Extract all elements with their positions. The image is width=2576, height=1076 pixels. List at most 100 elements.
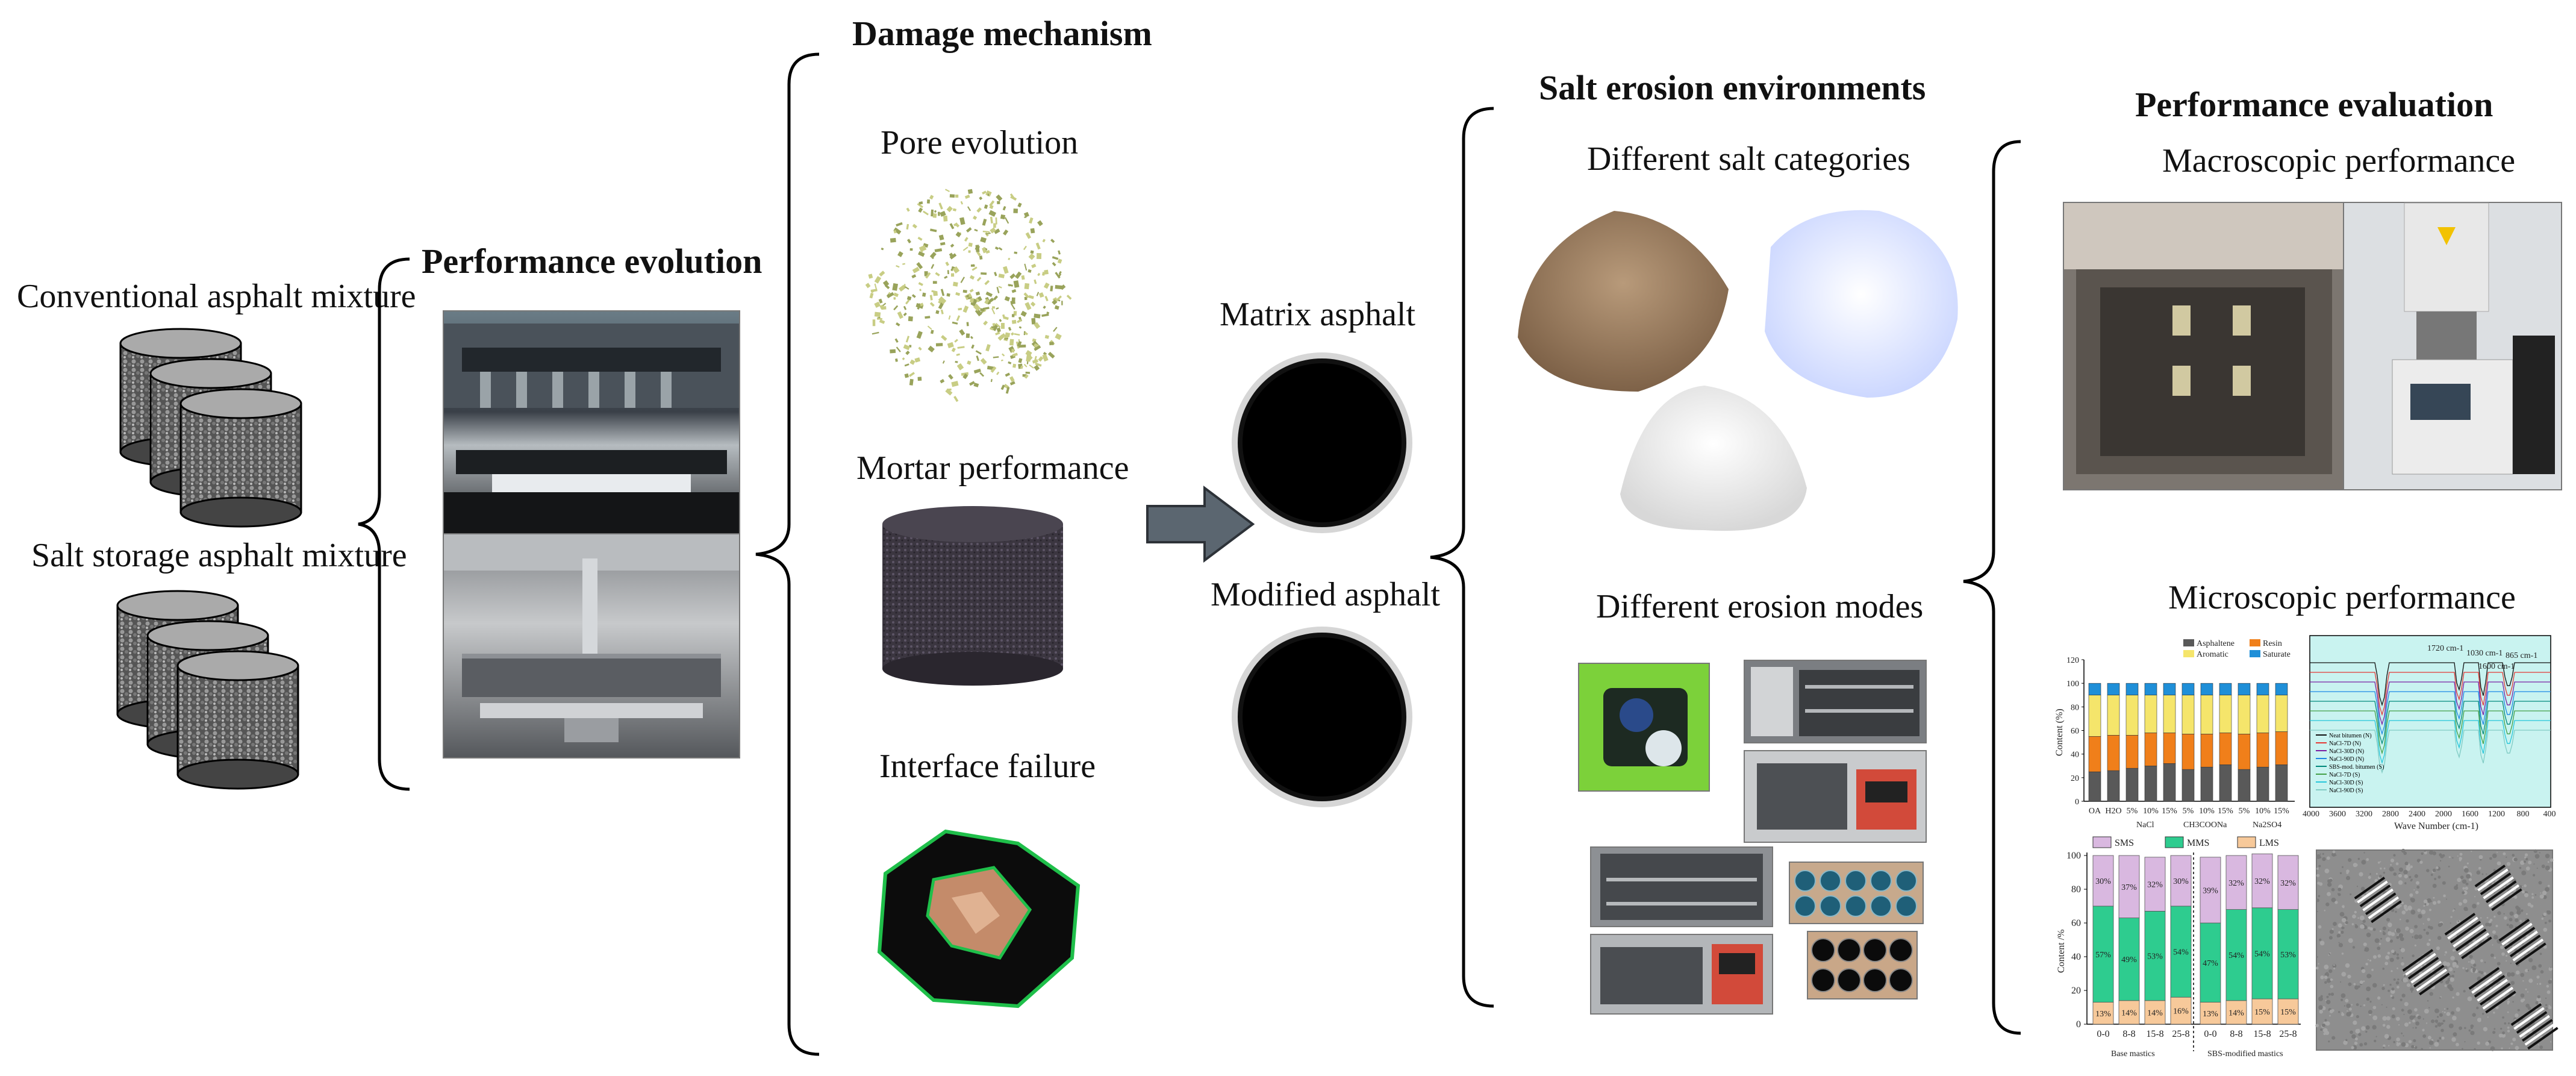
flow-arrow bbox=[1146, 486, 1255, 563]
matrix-asphalt-label: Matrix asphalt bbox=[1220, 296, 1416, 333]
mastic-data-label: 32% bbox=[2280, 879, 2296, 888]
mastic-bar-mms bbox=[2118, 918, 2140, 1001]
sara-xtick: 15% bbox=[2274, 807, 2289, 816]
ftir-peak-1720: 1720 cm-1 bbox=[2427, 644, 2463, 653]
mastic-data-label: 15% bbox=[2254, 1008, 2270, 1017]
sara-bar-segment bbox=[2163, 763, 2176, 802]
pore-evolution-image bbox=[865, 189, 1072, 402]
white-salt bbox=[1620, 386, 1807, 531]
sara-group-ch3coona: CH3COONa bbox=[2183, 821, 2227, 830]
macro-test-photo-1 bbox=[2063, 202, 2345, 490]
mastic-data-label: 54% bbox=[2228, 951, 2244, 960]
mastic-ytick: 60 bbox=[2071, 918, 2081, 928]
legend-saturate: Saturate bbox=[2263, 650, 2291, 659]
legend-resin: Resin bbox=[2263, 639, 2282, 648]
sara-ytick: 100 bbox=[2066, 680, 2079, 689]
mastic-data-label: 47% bbox=[2203, 959, 2218, 968]
ftir-legend-item: NaCl-90D (S) bbox=[2329, 787, 2363, 794]
mastic-xtick: 8-8 bbox=[2122, 1029, 2135, 1039]
sara-xtick: 5% bbox=[2127, 807, 2138, 816]
mastic-legend-swatch bbox=[2165, 836, 2184, 848]
sara-ytick: 20 bbox=[2071, 774, 2079, 783]
ftir-spectrum-line bbox=[2310, 681, 2551, 726]
mastic-data-label: 14% bbox=[2121, 1009, 2137, 1018]
legend-asphaltene: Asphaltene bbox=[2197, 639, 2235, 648]
sara-bar-segment bbox=[2107, 683, 2120, 696]
ftir-spectra-chart: 1720 cm-1 1030 cm-1 865 cm-1 1600 cm-1 N… bbox=[2303, 635, 2556, 831]
mastic-ylabel: Content /% bbox=[2056, 930, 2066, 973]
sara-ylabel: Content (%) bbox=[2054, 708, 2065, 756]
mastic-data-label: 15% bbox=[2280, 1008, 2296, 1017]
mastic-bar-sms bbox=[2251, 853, 2273, 909]
sara-ytick: 60 bbox=[2071, 727, 2079, 736]
sara-xtick: H2O bbox=[2105, 807, 2121, 816]
mortar-performance-label: Mortar performance bbox=[856, 449, 1129, 487]
mastic-legend-label: SMS bbox=[2115, 838, 2134, 848]
mastic-bar-sms bbox=[2092, 855, 2114, 907]
brace-performance-evaluation bbox=[1963, 140, 2021, 1035]
ftir-legend-item: SBS-mod. bitumen (S) bbox=[2329, 764, 2384, 771]
mastic-bar-mms bbox=[2170, 906, 2192, 998]
wheel-tracking-photo bbox=[443, 310, 740, 536]
mastic-bar-sms bbox=[2200, 857, 2221, 924]
mastic-xtick: 8-8 bbox=[2230, 1029, 2242, 1039]
ftir-spectrum-line bbox=[2310, 720, 2551, 765]
ftir-legend-item: Neat bitumen (N) bbox=[2329, 733, 2372, 739]
sara-group-nacl: NaCl bbox=[2136, 821, 2154, 830]
erosion-mode-photo-1 bbox=[1578, 663, 1710, 792]
erosion-mode-photo-6 bbox=[1590, 934, 1773, 1015]
sara-bar-segment bbox=[2275, 695, 2288, 732]
ftir-spectrum-line bbox=[2310, 672, 2551, 716]
conventional-mixture-label: Conventional asphalt mixture bbox=[17, 278, 416, 315]
mastic-data-label: 16% bbox=[2173, 1007, 2189, 1016]
mastic-legend-swatch bbox=[2237, 836, 2256, 848]
cylinder-3 bbox=[179, 388, 302, 528]
mastic-xtick: 0-0 bbox=[2204, 1029, 2216, 1039]
sara-bar-segment bbox=[2219, 733, 2232, 765]
ftir-xtick: 3200 bbox=[2356, 810, 2372, 819]
sara-bar-segment bbox=[2256, 683, 2269, 696]
sara-bar-segment bbox=[2256, 695, 2269, 733]
sara-bar-segment bbox=[2256, 733, 2269, 768]
microscopic-label: Microscopic performance bbox=[2168, 579, 2516, 616]
mastic-ytick: 40 bbox=[2071, 952, 2081, 962]
ftir-legend-item: NaCl-90D (N) bbox=[2329, 756, 2364, 763]
ftir-xtick: 2400 bbox=[2409, 810, 2425, 819]
mastic-xtick: 15-8 bbox=[2253, 1029, 2271, 1039]
sara-xtick: 5% bbox=[2239, 807, 2250, 816]
mastic-data-label: 54% bbox=[2173, 948, 2189, 957]
brace-damage-mechanism bbox=[755, 52, 820, 1056]
ftir-peak-865: 865 cm-1 bbox=[2506, 651, 2537, 660]
ftir-legend-item: NaCl-7D (S) bbox=[2329, 772, 2360, 778]
sara-bar-segment bbox=[2107, 735, 2120, 771]
sara-bar-segment bbox=[2200, 766, 2213, 802]
ftir-xlabel: Wave Number (cm-1) bbox=[2394, 821, 2478, 831]
ftir-xtick: 4000 bbox=[2303, 810, 2319, 819]
mastic-bar-lms bbox=[2144, 1000, 2166, 1025]
ftir-legend-item: NaCl-7D (N) bbox=[2329, 740, 2361, 747]
mastic-legend-label: MMS bbox=[2187, 838, 2209, 848]
sara-bar-segment bbox=[2256, 766, 2269, 802]
sara-bar-segment bbox=[2088, 695, 2101, 737]
legend-aromatic: Aromatic bbox=[2197, 650, 2228, 659]
sara-bar-segment bbox=[2125, 683, 2139, 696]
ftir-peak-1600: 1600 cm-1 bbox=[2478, 662, 2515, 671]
sara-bar-segment bbox=[2238, 769, 2251, 802]
sara-bar-segment bbox=[2181, 695, 2195, 734]
sara-bar-segment bbox=[2200, 695, 2213, 734]
sara-xtick: 15% bbox=[2162, 807, 2177, 816]
sara-bar-segment bbox=[2219, 695, 2232, 733]
microscope-image bbox=[2315, 848, 2559, 1051]
sara-bar-segment bbox=[2200, 734, 2213, 768]
salt-powders-image bbox=[1518, 210, 1958, 531]
sara-bar-segment bbox=[2144, 683, 2157, 696]
mastic-data-label: 49% bbox=[2121, 956, 2137, 965]
ftir-xtick: 400 bbox=[2543, 810, 2556, 819]
sara-xtick: 15% bbox=[2218, 807, 2233, 816]
salt-storage-mixture-label: Salt storage asphalt mixture bbox=[31, 537, 407, 574]
ftir-spectrum-line bbox=[2310, 701, 2551, 745]
mastic-legend-swatch bbox=[2092, 836, 2112, 848]
modified-asphalt-label: Modified asphalt bbox=[1211, 576, 1441, 613]
mastic-data-label: 14% bbox=[2228, 1009, 2244, 1018]
mastic-bar-lms bbox=[2225, 1000, 2247, 1025]
